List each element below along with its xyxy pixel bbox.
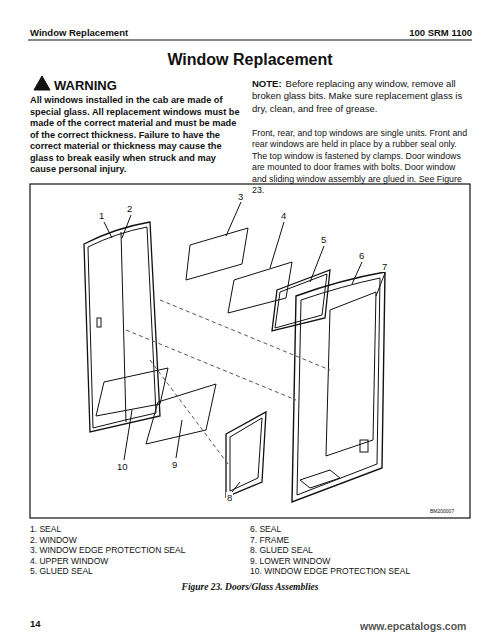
callout-number: 4 bbox=[280, 210, 287, 221]
parts-legend-line: 9. LOWER WINDOW bbox=[250, 556, 470, 566]
callout-number: 2 bbox=[126, 203, 133, 214]
note-text: Before replacing any window, remove all … bbox=[252, 78, 462, 114]
parts-legend-line: 1. SEAL bbox=[30, 524, 250, 534]
page-number: 14 bbox=[30, 618, 70, 629]
callout-number: 9 bbox=[171, 459, 178, 470]
callout-number: 7 bbox=[381, 261, 388, 272]
callout-number: 3 bbox=[237, 191, 244, 202]
parts-legend-line: 10. WINDOW EDGE PROTECTION SEAL bbox=[250, 566, 470, 576]
body-paragraph: Front, rear, and top windows are single … bbox=[252, 128, 470, 197]
parts-legend-line: 8. GLUED SEAL bbox=[250, 545, 470, 555]
callout-number: 5 bbox=[320, 234, 327, 245]
parts-legend-line: 4. UPPER WINDOW bbox=[30, 556, 250, 566]
parts-legend-line: 6. SEAL bbox=[250, 524, 470, 534]
header-code: 100 SRM 1100 bbox=[380, 27, 472, 38]
warning-text: All windows installed in the cab are mad… bbox=[30, 95, 242, 176]
parts-legend-line: 7. FRAME bbox=[250, 535, 470, 545]
callout-number: 8 bbox=[226, 492, 233, 503]
note-lead: NOTE: bbox=[252, 78, 282, 89]
drawing-number: BM200007 bbox=[430, 508, 470, 514]
watermark: www.epcatalogs.com bbox=[360, 620, 490, 633]
warning-heading: WARNING bbox=[54, 78, 174, 94]
callout-number: 6 bbox=[358, 250, 365, 261]
callout-number: 10 bbox=[116, 461, 129, 472]
parts-legend-line: 5. GLUED SEAL bbox=[30, 566, 250, 576]
parts-legend-line: 2. WINDOW bbox=[30, 535, 250, 545]
callout-number: 1 bbox=[98, 210, 105, 221]
figure-caption: Figure 23. Doors/Glass Assemblies bbox=[30, 582, 470, 593]
parts-legend-line: 3. WINDOW EDGE PROTECTION SEAL bbox=[30, 545, 250, 555]
page-heading: Window Replacement bbox=[30, 50, 470, 69]
note-paragraph: NOTE:Before replacing any window, remove… bbox=[252, 78, 470, 115]
header-title: Window Replacement bbox=[30, 27, 230, 38]
